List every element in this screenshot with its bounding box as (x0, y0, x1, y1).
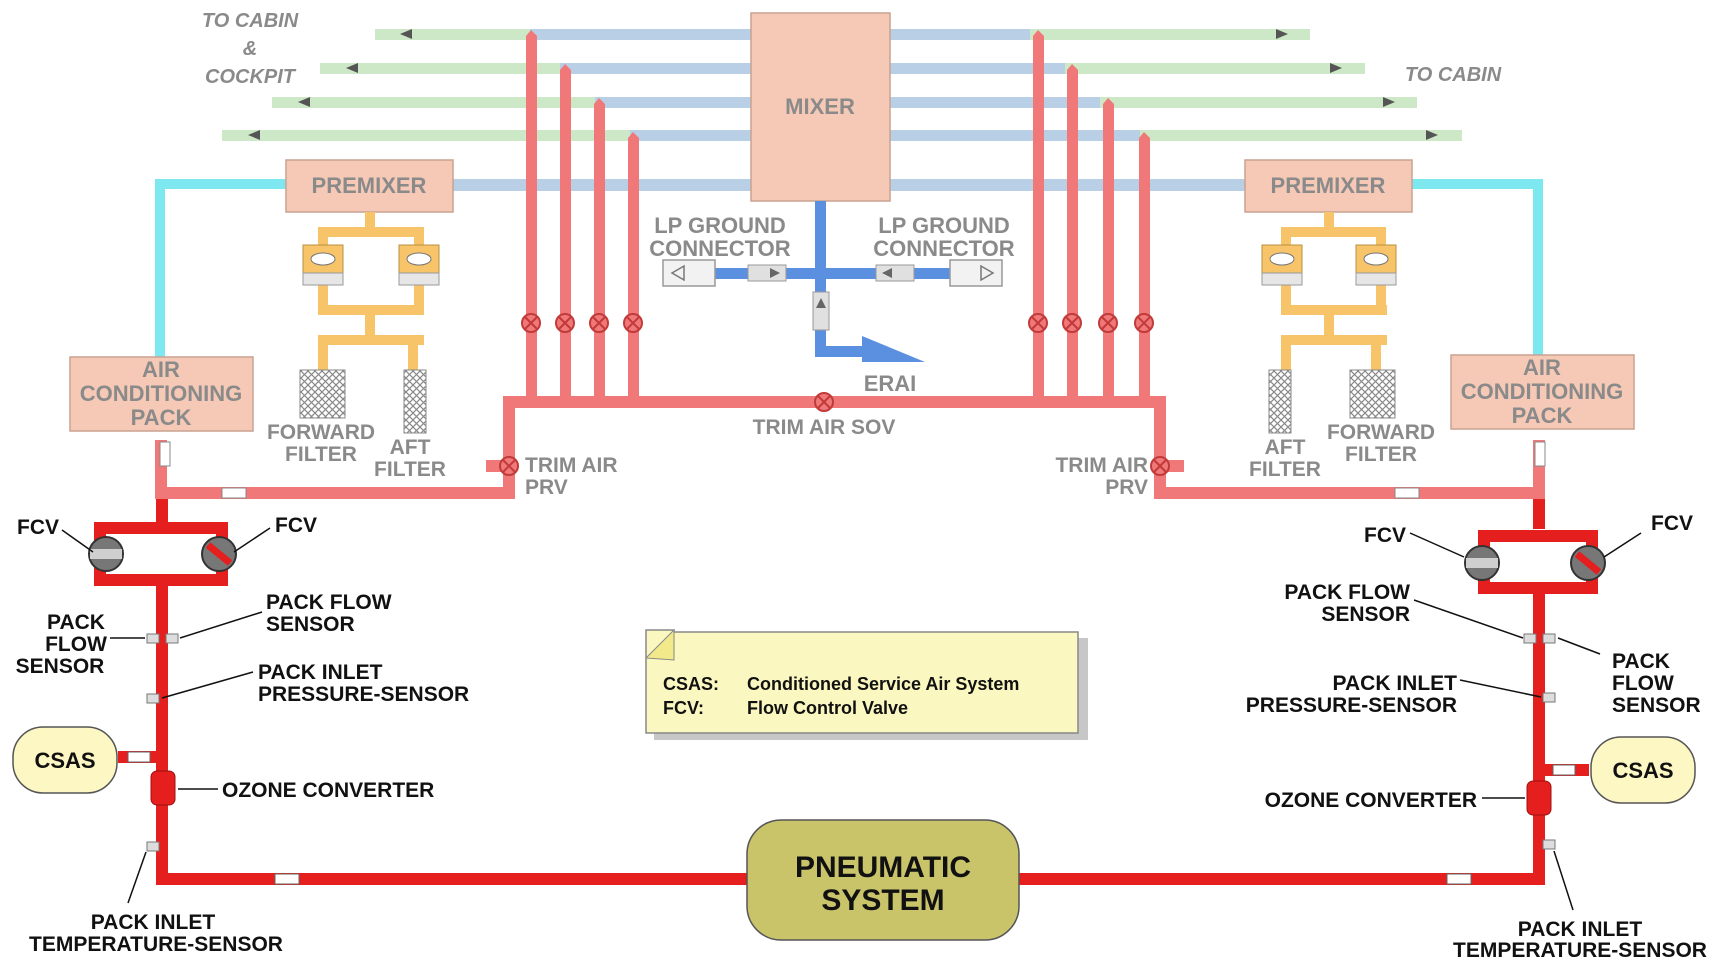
pack-flow-sensor-left2-label-2: SENSOR (266, 613, 355, 636)
ozone-converter-right (1526, 780, 1552, 816)
forward-filter-right-label-1: FORWARD (1327, 421, 1435, 444)
ac-pack-right-label-1: AIR (1523, 355, 1561, 380)
fcv-right-outer-label: FCV (1651, 512, 1693, 535)
trim-air-prv-left-label-1: TRIM AIR (525, 454, 618, 477)
premixer-right (1244, 159, 1413, 213)
trim-air-prv-left-icon (499, 456, 519, 476)
premixer-left (285, 159, 454, 213)
fcv-left-inner-label: FCV (275, 514, 317, 537)
pack-flow-sensor-right2-label-1: PACK (1612, 650, 1670, 673)
trim-air-sov-icon (814, 392, 834, 412)
fcv-valve-icons (88, 536, 1606, 581)
premixer-left-label: PREMIXER (312, 173, 427, 198)
csas-left (12, 726, 118, 794)
pack-inlet-pressure-left-label-2: PRESSURE-SENSOR (258, 683, 469, 706)
pack-inlet-temp-right-label-1: PACK INLET (1518, 918, 1643, 941)
trim-air-sov-label: TRIM AIR SOV (753, 416, 896, 439)
leader-lines (61, 527, 1642, 911)
legend-text-2: Flow Control Valve (747, 698, 908, 718)
pneumatic-system-label-1: PNEUMATIC (795, 851, 971, 884)
pack-outlet-ducts (155, 179, 1543, 359)
ac-pack-right-label-2: CONDITIONING (1461, 379, 1624, 404)
pack-flow-sensor-left-label-2: FLOW (45, 633, 107, 656)
lp-ground-connector-left-label-2: CONNECTOR (649, 236, 790, 261)
trim-air-valve-icons (499, 313, 1170, 476)
fcv-left-outer-label: FCV (17, 516, 59, 539)
aft-filter-left (403, 369, 427, 434)
filter-manifold-right (1281, 212, 1387, 370)
ac-pack-left-label-2: CONDITIONING (80, 381, 243, 406)
pack-flow-sensor-right-label-2: SENSOR (1321, 603, 1410, 626)
pack-inlet-pressure-right-label-2: PRESSURE-SENSOR (1246, 694, 1457, 717)
legend-note (644, 628, 1088, 740)
forward-filter-left (299, 369, 346, 419)
pack-flow-sensor-left2-label-1: PACK FLOW (266, 591, 392, 614)
pack-inlet-pressure-right-label-1: PACK INLET (1333, 672, 1458, 695)
pack-inlet-temp-left-label-2: TEMPERATURE-SENSOR (29, 933, 283, 956)
legend-abbr-1: CSAS: (663, 674, 719, 694)
forward-filter-left-label-2: FILTER (285, 443, 357, 466)
premixer-right-label: PREMIXER (1271, 173, 1386, 198)
pack-inlet-pressure-left-label-1: PACK INLET (258, 661, 383, 684)
air-conditioning-pack-left (69, 356, 254, 432)
lp-ground-connector-left-label-1: LP GROUND (654, 213, 786, 238)
to-cabin-cockpit-label-2: & (243, 38, 257, 60)
legend-text-1: Conditioned Service Air System (747, 674, 1019, 694)
ac-pack-left-label-1: AIR (142, 357, 180, 382)
ozone-converter-left-label: OZONE CONVERTER (222, 779, 434, 802)
sensor-icons (146, 633, 1556, 852)
trim-air-riser-tips (526, 30, 1150, 138)
ac-pack-right-label-3: PACK (1512, 403, 1573, 428)
lp-ground-connectors (662, 259, 1003, 331)
ozone-converter-left (150, 770, 176, 806)
aft-filter-left-label-1: AFT (390, 436, 431, 459)
trim-air-prv-right-label-2: PRV (1105, 476, 1148, 499)
pack-flow-sensor-right-label-1: PACK FLOW (1284, 581, 1410, 604)
to-cabin-cockpit-label-3: COCKPIT (205, 66, 297, 88)
pneumatic-system (746, 819, 1020, 941)
fan-right (1261, 244, 1397, 286)
hot-air-flow-arrows (127, 751, 1576, 885)
trim-air-prv-right-label-1: TRIM AIR (1055, 454, 1148, 477)
forward-filter-right-label-2: FILTER (1345, 443, 1417, 466)
aft-filter-right-label-1: AFT (1265, 436, 1306, 459)
flow-arrows-cabin (248, 29, 1438, 140)
mixer-unit (750, 12, 891, 202)
air-conditioning-pack-right (1450, 354, 1635, 430)
ozone-converter-right-label: OZONE CONVERTER (1265, 789, 1477, 812)
aft-filter-right-label-2: FILTER (1249, 458, 1321, 481)
legend-abbr-2: FCV: (663, 698, 704, 718)
ac-pack-left-label-3: PACK (131, 405, 192, 430)
pneumatic-system-label-2: SYSTEM (821, 884, 944, 917)
trim-air-prv-right-icon (1150, 456, 1170, 476)
forward-filter-left-label-1: FORWARD (267, 421, 375, 444)
aft-filter-left-label-2: FILTER (374, 458, 446, 481)
csas-right-label: CSAS (1612, 758, 1673, 783)
fan-left (302, 244, 440, 286)
pack-inlet-temp-right-label-2: TEMPERATURE-SENSOR (1453, 939, 1707, 959)
erai-label: ERAI (864, 371, 917, 396)
pack-flow-sensor-left-label-3: SENSOR (16, 655, 105, 678)
pack-flow-sensor-left-label-1: PACK (47, 611, 105, 634)
trim-air-prv-left-label-2: PRV (525, 476, 568, 499)
fcv-right-inner-label: FCV (1364, 524, 1406, 547)
to-cabin-right-label: TO CABIN (1405, 64, 1502, 86)
aft-filter-right (1268, 369, 1292, 434)
to-cabin-cockpit-label-1: TO CABIN (202, 10, 299, 32)
lp-ground-connector-right-label-1: LP GROUND (878, 213, 1010, 238)
csas-left-label: CSAS (34, 748, 95, 773)
pack-inlet-temp-left-label-1: PACK INLET (91, 911, 216, 934)
csas-right (1590, 736, 1696, 804)
lp-ground-connector-right-label-2: CONNECTOR (873, 236, 1014, 261)
mixer-label: MIXER (785, 94, 855, 119)
pack-flow-sensor-right2-label-2: FLOW (1612, 672, 1674, 695)
trim-flow-arrows (159, 441, 1546, 499)
forward-filter-right (1349, 369, 1396, 419)
filter-manifold-left (318, 212, 424, 370)
pack-flow-sensor-right2-label-3: SENSOR (1612, 694, 1701, 717)
